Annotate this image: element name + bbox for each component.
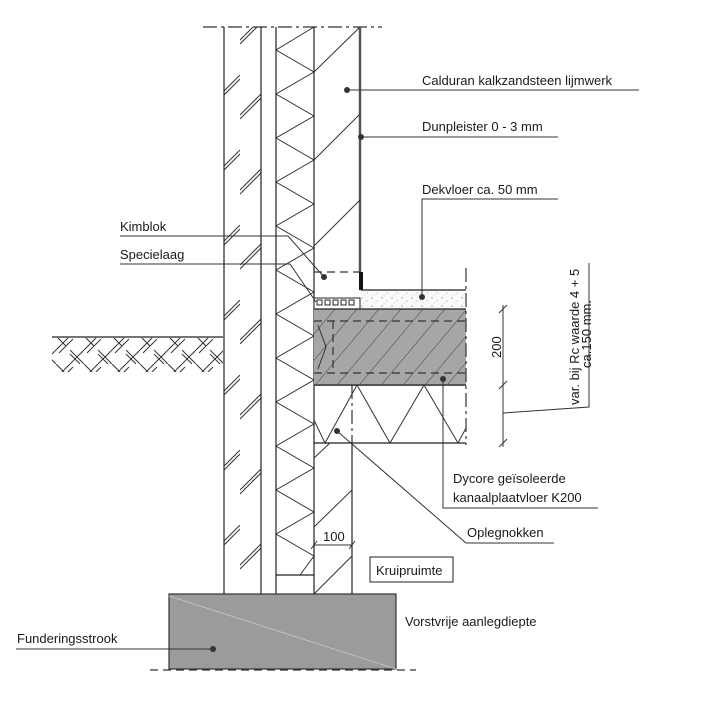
label-dycore-line1: Dycore geïsoleerde — [453, 471, 566, 486]
leader-dunpleister — [358, 134, 558, 140]
leader-oplegnokken — [334, 428, 554, 544]
dimension-slab-thickness — [498, 263, 590, 448]
inner-wall-foundation-leaf — [313, 442, 353, 595]
leader-dycore — [440, 376, 598, 509]
dimension-100-label: 100 — [323, 529, 345, 544]
label-funderingsstrook: Funderingsstrook — [17, 631, 118, 646]
label-kimblok: Kimblok — [120, 219, 167, 234]
kimblok — [314, 271, 363, 290]
ground-soil — [52, 336, 223, 372]
leader-kimblok — [120, 235, 327, 280]
label-specielaag: Specielaag — [120, 247, 184, 262]
label-var-line2: ca.150 mm. — [579, 300, 594, 368]
dimension-200-label: 200 — [489, 336, 504, 358]
label-vorstvrije: Vorstvrije aanlegdiepte — [405, 614, 537, 629]
label-dunpleister: Dunpleister 0 - 3 mm — [422, 119, 543, 134]
leader-specielaag — [120, 263, 317, 303]
leader-funderingsstrook — [16, 646, 216, 652]
label-dekvloer: Dekvloer ca. 50 mm — [422, 182, 538, 197]
label-oplegnokken: Oplegnokken — [467, 525, 544, 540]
dimension-wall-width — [310, 540, 356, 550]
leader-calduran — [344, 87, 639, 93]
funderingsstrook-foundation — [168, 593, 397, 670]
cavity-insulation — [275, 26, 315, 594]
kanaalplaatvloer-slab — [314, 308, 466, 386]
label-var-line1: var. bij Rc waarde 4 + 5 — [567, 269, 582, 405]
label-dycore-line2: kanaalplaatvloer K200 — [453, 490, 582, 505]
label-kruipruimte-box: Kruipruimte — [369, 556, 454, 583]
leader-dekvloer — [419, 198, 558, 300]
outer-wall-brick — [223, 27, 262, 594]
label-calduran: Calduran kalkzandsteen lijmwerk — [422, 73, 613, 88]
slab-insulation — [313, 383, 467, 445]
label-kruipruimte: Kruipruimte — [376, 563, 442, 578]
dekvloer-screed — [361, 289, 466, 309]
specielaag-mortar — [313, 297, 361, 310]
